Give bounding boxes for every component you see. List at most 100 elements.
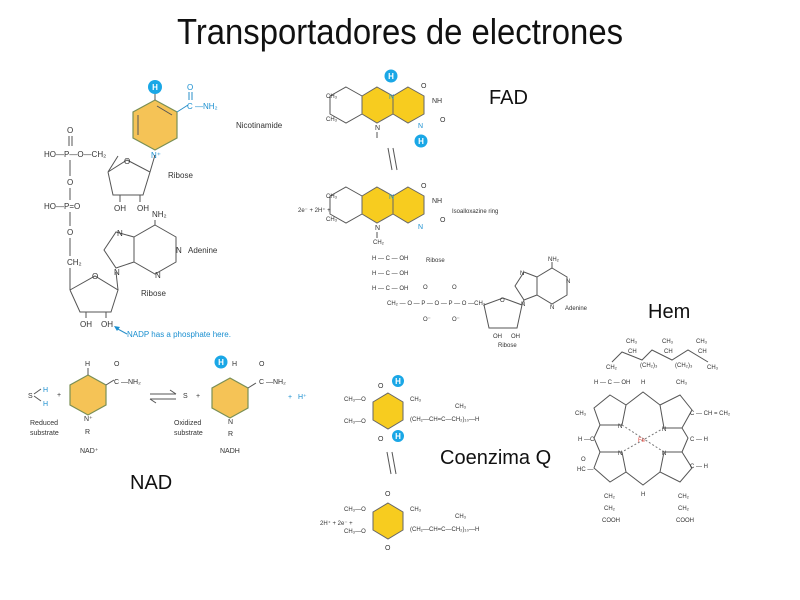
ribose-label: Ribose [498, 343, 517, 349]
atom-label: N [228, 419, 233, 426]
atom-label: CH₃ [662, 339, 674, 345]
atom-label: HO—P=O [44, 202, 80, 211]
fad-label: FAD [489, 87, 528, 109]
coq-ring [372, 502, 404, 540]
bond-line [387, 147, 393, 171]
atom-label: H [218, 358, 224, 367]
atom-label: CH₃ [455, 514, 467, 520]
isoalloxazine-label: Isoalloxazine ring [452, 209, 498, 215]
nad-plus-label: NAD⁺ [80, 448, 99, 455]
bond-line [514, 271, 538, 301]
ribose-label: Ribose [168, 171, 193, 180]
atom-label: CH₃ [455, 404, 467, 410]
oxidized-substrate-label: substrate [174, 430, 203, 437]
atom-label: NH [432, 198, 442, 205]
fad-ring [361, 86, 394, 124]
atom-label: CH₃ [676, 380, 688, 386]
atom-label: CH₂ — O — P — O — P — O —CH₂ [387, 301, 486, 307]
atom-label: CH₂ [678, 506, 690, 512]
atom-label: N [418, 123, 423, 130]
atom-label: H [232, 361, 237, 368]
atom-label: O [440, 117, 446, 124]
atom-label: O [67, 178, 73, 187]
atom-label: N⁺ [151, 151, 161, 160]
atom-label: CH₂ [373, 240, 385, 246]
bond-line [33, 388, 42, 395]
bond-line [169, 389, 177, 395]
atom-label: H — C — OH [372, 256, 408, 262]
coenzyme-q-structure: O H O H CH₃—O CH₃—O CH₃ CH₃ (CH₂—CH=C—CH… [320, 375, 551, 552]
hem-label: Hem [648, 301, 690, 323]
atom-label: O [124, 157, 130, 166]
atom-label: (CH₂—CH=C—CH₂)₁₀—H [410, 417, 479, 423]
atom-label: O [378, 383, 384, 390]
nicotinamide-label: Nicotinamide [236, 121, 283, 130]
ribose-ring [69, 275, 119, 313]
atom-label: N [155, 271, 161, 280]
fad-structure: FAD H N O NH O N H CH₃ CH₃ N CH₃ CH₃ 2e⁻… [298, 69, 588, 349]
atom-label: O [67, 126, 73, 135]
atom-label: CH₃—O [344, 529, 366, 535]
bond-line [33, 395, 42, 402]
atom-label: C —NH₂ [259, 379, 286, 386]
adenine-label: Adenine [188, 246, 218, 255]
atom-label: N [662, 427, 666, 433]
atom-label: CH₃—O [344, 507, 366, 513]
atom-label: H [395, 377, 401, 386]
atom-label: N⁺ [84, 416, 93, 423]
atom-label: + [57, 392, 61, 399]
atom-label: C — H [690, 464, 708, 470]
atom-label: C [187, 102, 193, 111]
hydrogen-highlight [148, 80, 162, 94]
equilibrium-arrow-icon [387, 147, 398, 171]
atom-label: CH₃ [626, 339, 638, 345]
atom-label: N [550, 305, 554, 311]
adenine-label: Adenine [565, 306, 588, 312]
atom-label: H [152, 83, 158, 92]
atom-label: HO—P—O—CH₂ [44, 150, 106, 159]
atom-label: O [259, 361, 265, 368]
atom-label: CH₂ [604, 506, 616, 512]
bond-line [521, 299, 525, 306]
atom-label: CH₃ [575, 411, 587, 417]
bond-line [149, 398, 157, 404]
atom-label: S [28, 393, 33, 400]
coq-ring [372, 392, 404, 430]
fad-ring [392, 186, 425, 224]
fad-ring [361, 186, 394, 224]
atom-label: O [378, 436, 384, 443]
atom-label: N [662, 451, 666, 457]
atom-label: CH₃ [707, 365, 719, 371]
atom-label: O [114, 361, 120, 368]
hydrogen-highlight [384, 69, 398, 83]
atom-label: N [520, 271, 524, 277]
adenine-ring [133, 224, 177, 275]
atom-label: OH [80, 320, 92, 329]
atom-label: O [421, 83, 427, 90]
nicotinamide-ring [132, 99, 178, 151]
atom-label: O [581, 457, 586, 463]
bond-line [621, 424, 665, 453]
bond-line [611, 349, 709, 363]
atom-label: N [389, 94, 394, 101]
atom-label: H [388, 72, 394, 81]
atom-label: N [521, 302, 525, 308]
bond-line [483, 297, 523, 329]
atom-label: N [418, 224, 423, 231]
atom-label: H — C — OH [594, 380, 630, 386]
atom-label: H — C — OH [372, 271, 408, 277]
atom-label: O [385, 491, 391, 498]
atom-label: N [375, 125, 380, 132]
atom-label: CH₂ [604, 494, 616, 500]
nad-label: NAD [130, 472, 172, 494]
atom-label: N [618, 451, 622, 457]
atom-label: H⁺ [298, 394, 307, 401]
reduced-substrate-label: substrate [30, 430, 59, 437]
atom-label: S [183, 393, 188, 400]
hydrogen-highlight [392, 430, 404, 442]
bond-line [593, 424, 601, 453]
bond-line [621, 427, 665, 453]
bond-line [593, 451, 627, 483]
atom-label: H [641, 492, 645, 498]
